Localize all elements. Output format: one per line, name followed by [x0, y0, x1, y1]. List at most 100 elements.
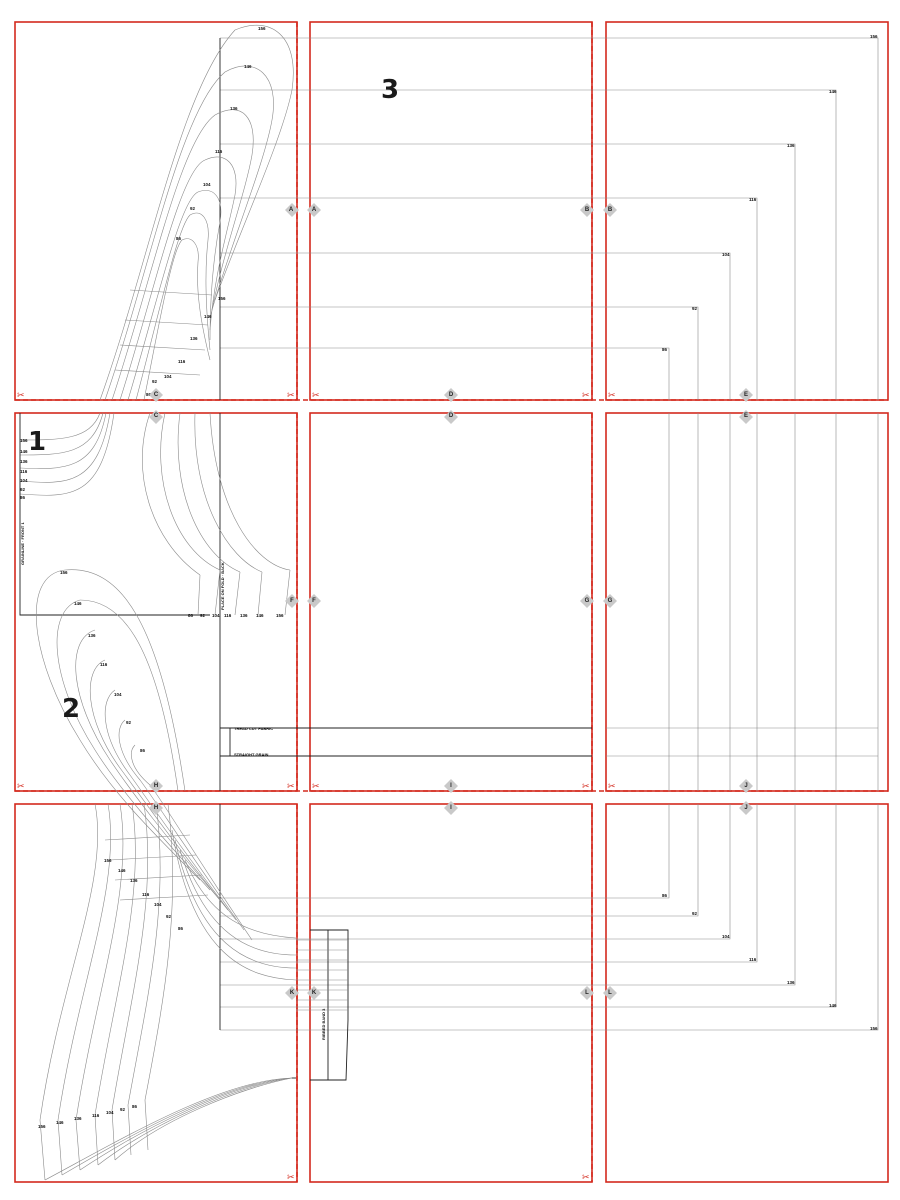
marker-b-right: B — [580, 203, 594, 217]
marker-l-left: L — [603, 986, 617, 1000]
svg-text:E: E — [744, 392, 748, 398]
svg-text:92: 92 — [126, 720, 132, 725]
marker-g-left: G — [603, 594, 617, 608]
marker-h-bottom: H — [149, 779, 163, 793]
svg-text:C: C — [154, 413, 159, 419]
svg-text:L: L — [608, 990, 612, 996]
svg-text:156: 156 — [20, 438, 28, 443]
svg-text:104: 104 — [154, 902, 162, 907]
scissors-icon: ✂ — [608, 390, 616, 400]
piece-number-2: 2 — [62, 694, 80, 724]
svg-text:156: 156 — [38, 1124, 46, 1129]
svg-text:C: C — [154, 392, 159, 398]
tile-r3c2 — [309, 803, 593, 1183]
piece-1-fold-label: PLACE ON FOLD · BACK — [220, 562, 225, 610]
scissors-icon: ✂ — [582, 390, 590, 400]
svg-text:92: 92 — [120, 1107, 126, 1112]
svg-text:86: 86 — [662, 893, 668, 898]
marker-d-bottom: D — [444, 388, 458, 402]
marker-a-left: A — [307, 203, 321, 217]
svg-text:136: 136 — [88, 633, 96, 638]
scissors-icon: ✂ — [287, 781, 295, 791]
svg-text:156: 156 — [870, 34, 878, 39]
marker-c-bottom: C — [149, 388, 163, 402]
scissors-icon: ✂ — [287, 390, 295, 400]
marker-f-right: F — [285, 594, 299, 608]
svg-text:116: 116 — [20, 469, 28, 474]
svg-text:116: 116 — [749, 957, 757, 962]
svg-text:I: I — [450, 783, 452, 789]
svg-text:104: 104 — [722, 934, 730, 939]
svg-text:136: 136 — [130, 878, 138, 883]
svg-text:104: 104 — [20, 478, 28, 483]
tile-r1c1 — [14, 21, 298, 401]
marker-j-top: J — [739, 801, 753, 815]
svg-text:136: 136 — [20, 459, 28, 464]
svg-text:K: K — [290, 990, 295, 996]
scissors-icon: ✂ — [287, 1172, 295, 1182]
marker-f-left: F — [307, 594, 321, 608]
svg-text:86: 86 — [20, 495, 26, 500]
marker-i-bottom: I — [444, 779, 458, 793]
svg-text:86: 86 — [176, 236, 182, 241]
svg-text:86: 86 — [140, 748, 146, 753]
svg-text:A: A — [289, 207, 294, 213]
piece-1-grain-label: GRAINLINE · FRONT 1 — [20, 522, 25, 565]
scissors-icon: ✂ — [17, 781, 25, 791]
tile-r2c2 — [309, 412, 593, 792]
svg-text:E: E — [744, 413, 748, 419]
svg-text:146: 146 — [204, 314, 212, 319]
marker-h-top: H — [149, 801, 163, 815]
svg-text:156: 156 — [258, 26, 266, 31]
band-label-top: TREAD CUT FABRIC — [234, 726, 273, 731]
piece-curves-top — [99, 25, 294, 401]
marker-k-left: K — [307, 986, 321, 1000]
svg-text:92: 92 — [20, 487, 26, 492]
svg-text:92: 92 — [200, 613, 206, 618]
piece-curves-bottom — [39, 803, 297, 1181]
svg-text:116: 116 — [100, 662, 108, 667]
svg-text:146: 146 — [244, 64, 252, 69]
svg-text:116: 116 — [749, 197, 757, 202]
marker-j-bottom: J — [739, 779, 753, 793]
svg-text:F: F — [312, 598, 316, 604]
tile-r1c3 — [605, 21, 889, 401]
svg-text:H: H — [154, 783, 158, 789]
svg-text:J: J — [744, 783, 747, 789]
svg-text:136: 136 — [240, 613, 248, 618]
svg-text:146: 146 — [256, 613, 264, 618]
scissors-icon: ✂ — [582, 1172, 590, 1182]
svg-text:B: B — [585, 207, 590, 213]
svg-text:J: J — [744, 805, 747, 811]
marker-l-right: L — [580, 986, 594, 1000]
piece-3-lines — [219, 37, 879, 1031]
svg-text:146: 146 — [20, 449, 28, 454]
svg-text:86: 86 — [146, 392, 152, 397]
piece-number-3: 3 — [381, 75, 399, 105]
svg-text:86: 86 — [178, 926, 184, 931]
svg-text:146: 146 — [56, 1120, 64, 1125]
marker-g-right: G — [580, 594, 594, 608]
waistband-label: RIBBED BAND 3 — [321, 1008, 326, 1040]
svg-text:116: 116 — [224, 613, 232, 618]
tile-r3c3 — [605, 803, 889, 1183]
svg-text:156: 156 — [104, 858, 112, 863]
svg-text:146: 146 — [829, 1003, 837, 1008]
marker-d-top: D — [444, 410, 458, 424]
scissors-icon: ✂ — [312, 781, 320, 791]
svg-text:D: D — [449, 392, 454, 398]
svg-text:92: 92 — [152, 379, 158, 384]
svg-text:104: 104 — [203, 182, 211, 187]
marker-k-right: K — [285, 986, 299, 1000]
svg-text:K: K — [312, 990, 317, 996]
waistband-piece: RIBBED BAND 3 — [296, 929, 349, 1081]
marker-e-top: E — [739, 410, 753, 424]
svg-text:H: H — [154, 805, 158, 811]
tile-r2c1 — [14, 412, 298, 792]
tile-r1c2 — [309, 21, 593, 401]
svg-text:136: 136 — [74, 1116, 82, 1121]
svg-text:B: B — [608, 207, 613, 213]
piece-curves-mid-top — [19, 412, 291, 616]
svg-text:86: 86 — [132, 1104, 138, 1109]
